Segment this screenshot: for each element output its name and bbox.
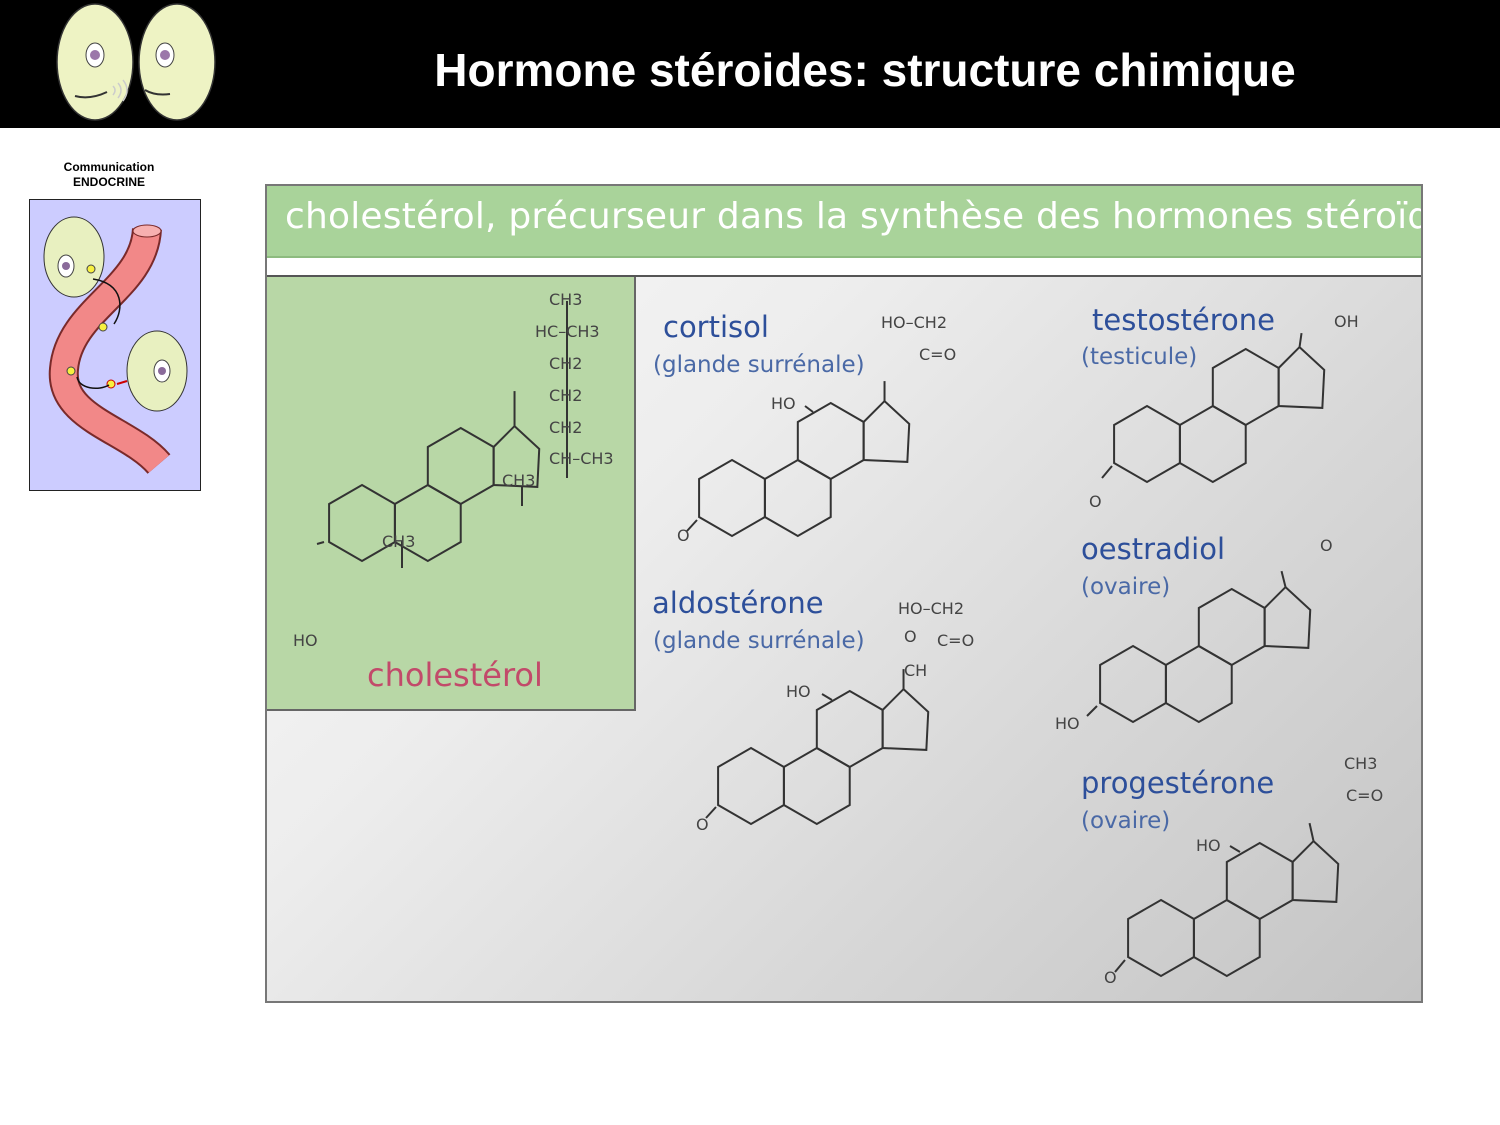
- chol-group-5: CH–CH3: [549, 449, 614, 468]
- progesterone-g2: C=O: [1346, 786, 1384, 805]
- aldosterone-ring-a: [717, 746, 785, 826]
- steroid-panel: cholestérol, précurseur dans la synthèse…: [265, 184, 1423, 1003]
- chol-ch3-b: CH3: [382, 532, 416, 551]
- progesterone-ring-c: [1225, 841, 1294, 921]
- cortisol-o-bond: [686, 519, 698, 532]
- testosterone-oh: OH: [1334, 312, 1359, 331]
- aldosterone-name: aldostérone: [652, 586, 824, 620]
- oestradiol-ho: HO: [1055, 714, 1080, 733]
- aldosterone-ring-b: [782, 746, 851, 826]
- two-face-cells-icon: [56, 3, 216, 121]
- divider-strip: [267, 258, 1421, 277]
- aldosterone-o-bond: [705, 806, 717, 819]
- oestradiol-ring-c: [1197, 587, 1266, 667]
- cortisol-ring-c: [796, 401, 865, 481]
- aldosterone-ho: HO: [786, 682, 811, 701]
- sidebar-title: Communication ENDOCRINE: [30, 160, 188, 190]
- progesterone-o: O: [1104, 968, 1117, 987]
- testosterone-oh-bond: [1298, 332, 1303, 348]
- molecule-structures: [316, 301, 1340, 978]
- testosterone-ring-c: [1211, 347, 1280, 427]
- chol-group-0: CH3: [549, 290, 583, 309]
- aldosterone-g2: C=O: [937, 631, 975, 650]
- chol-group-3: CH2: [549, 386, 583, 405]
- aldosterone-g1: HO–CH2: [898, 599, 965, 618]
- oestradiol-ring-d: [1263, 585, 1312, 649]
- testosterone-o-bond: [1101, 465, 1113, 479]
- cortisol-ring-d: [862, 399, 911, 463]
- aldosterone-o: O: [696, 815, 709, 834]
- progesterone-g1: CH3: [1344, 754, 1378, 773]
- cortisol-ho: HO: [771, 394, 796, 413]
- aldosterone-organ: (glande surrénale): [653, 628, 865, 654]
- cortisol-g1: HO–CH2: [881, 313, 948, 332]
- endocrine-blood-vessel-icon: [29, 199, 201, 491]
- oestradiol-o: O: [1320, 536, 1333, 555]
- page-title: Hormone stéroides: structure chimique: [434, 44, 1296, 96]
- testosterone-o: O: [1089, 492, 1102, 511]
- banner-text: cholestérol, précurseur dans la synthèse…: [285, 196, 1423, 237]
- oestradiol-ho-bond: [1086, 705, 1098, 717]
- progesterone-name: progestérone: [1081, 766, 1275, 800]
- progesterone-ring-b: [1192, 898, 1261, 978]
- aldosterone-g3: O: [904, 627, 917, 646]
- oestradiol-organ: (ovaire): [1081, 574, 1171, 600]
- cortisol-ho-bond: [804, 405, 814, 413]
- progesterone-ho: HO: [1196, 836, 1221, 855]
- sidebar-title-line2: ENDOCRINE: [72, 175, 145, 189]
- chol-group-2: CH2: [549, 354, 583, 373]
- cholesterol-box: [267, 277, 636, 711]
- aldosterone-ring-c: [815, 689, 884, 769]
- oestradiol-name: oestradiol: [1081, 532, 1226, 566]
- oestradiol-ring-a: [1099, 644, 1167, 724]
- progesterone-organ: (ovaire): [1081, 808, 1171, 834]
- progesterone-ho-bond: [1229, 845, 1241, 853]
- oestradiol-ring-b: [1164, 644, 1233, 724]
- chol-group-4: CH2: [549, 418, 583, 437]
- cortisol-organ: (glande surrénale): [653, 352, 865, 378]
- testosterone-ring-d: [1277, 345, 1326, 409]
- chol-ring-c: [426, 426, 495, 506]
- cortisol-ring-b: [763, 458, 832, 538]
- testosterone-name: testostérone: [1092, 303, 1276, 337]
- chol-ch3-a: CH3: [502, 471, 536, 490]
- aldosterone-g4: CH: [904, 661, 928, 680]
- sidebar-title-line1: Communication: [63, 160, 155, 174]
- testosterone-organ: (testicule): [1081, 344, 1198, 370]
- cortisol-name: cortisol: [663, 310, 769, 344]
- cortisol-ring-a: [698, 458, 766, 538]
- progesterone-ring-a: [1127, 898, 1195, 978]
- chol-ho-bond: [316, 541, 325, 545]
- header-bar: Hormone stéroides: structure chimique: [0, 0, 1500, 128]
- progesterone-o-bond: [1114, 959, 1126, 973]
- chol-ho: HO: [293, 631, 318, 650]
- progesterone-ring-d: [1291, 839, 1340, 903]
- aldosterone-ring-d: [881, 687, 930, 751]
- cholesterol-name: cholestérol: [367, 656, 543, 694]
- aldosterone-ho-bond: [821, 693, 833, 701]
- testosterone-ring-b: [1178, 404, 1247, 484]
- testosterone-ring-a: [1113, 404, 1181, 484]
- cortisol-g2: C=O: [919, 345, 957, 364]
- cortisol-o: O: [677, 526, 690, 545]
- chol-ring-d: [492, 424, 541, 488]
- progesterone-side-bond: [1308, 822, 1315, 842]
- panel-banner: cholestérol, précurseur dans la synthèse…: [267, 186, 1421, 258]
- oestradiol-o-bond: [1280, 570, 1287, 588]
- chol-group-1: HC–CH3: [535, 322, 600, 341]
